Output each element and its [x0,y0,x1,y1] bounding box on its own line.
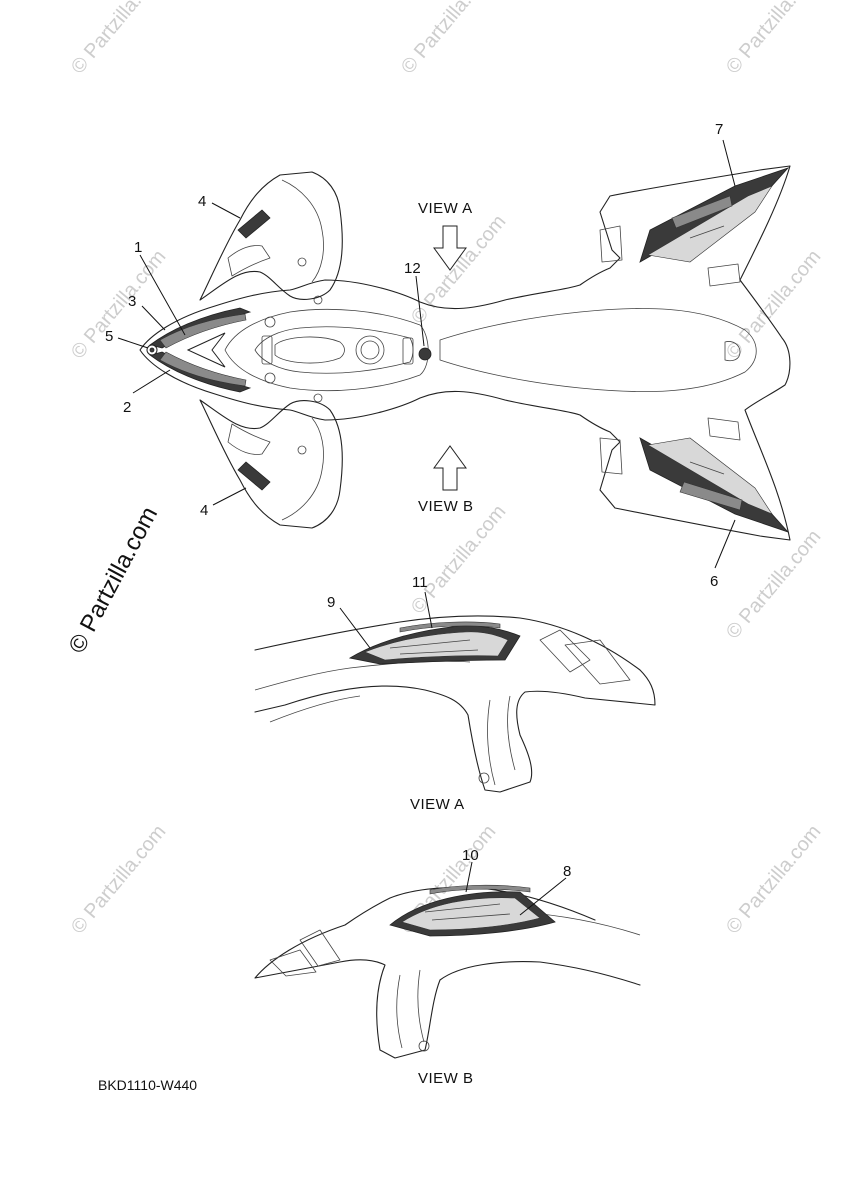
view-b-illustration [254,884,641,1059]
callout-4-lower: 4 [200,502,208,519]
watermark: © Partzilla.com [67,0,170,78]
callout-2: 2 [123,399,131,416]
fender-top-view [139,165,791,541]
watermark: © Partzilla.com [722,821,825,938]
callouts: 1 2 3 4 4 5 6 7 8 9 10 11 12 [105,121,723,880]
callout-1: 1 [134,239,142,256]
view-a-arrow [433,225,467,271]
watermark: © Partzilla.com [407,211,510,328]
view-b-arrow [433,445,467,491]
callout-12: 12 [404,260,421,277]
part-code: BKD1110-W440 [98,1077,197,1093]
callout-6: 6 [710,573,718,590]
watermark: © Partzilla.com [722,0,825,78]
view-a-illustration [254,615,656,793]
callout-11: 11 [412,574,428,591]
view-a-label: VIEW A [410,796,465,813]
callout-9: 9 [327,594,335,611]
view-b-label: VIEW B [418,1070,474,1087]
watermark: © Partzilla.com [397,0,500,78]
view-a-label-top: VIEW A [418,200,473,217]
view-b-label-top: VIEW B [418,498,474,515]
watermark: © Partzilla.com [407,501,510,618]
callout-4-upper: 4 [198,193,206,210]
callout-8: 8 [563,863,571,880]
callout-5: 5 [105,328,113,345]
callout-3: 3 [128,293,136,310]
callout-10: 10 [462,847,479,864]
watermark: © Partzilla.com [722,526,825,643]
leader-lines [117,139,736,916]
watermark: © Partzilla.com [67,821,170,938]
watermark-main: © Partzilla.com [63,502,163,657]
callout-7: 7 [715,121,723,138]
